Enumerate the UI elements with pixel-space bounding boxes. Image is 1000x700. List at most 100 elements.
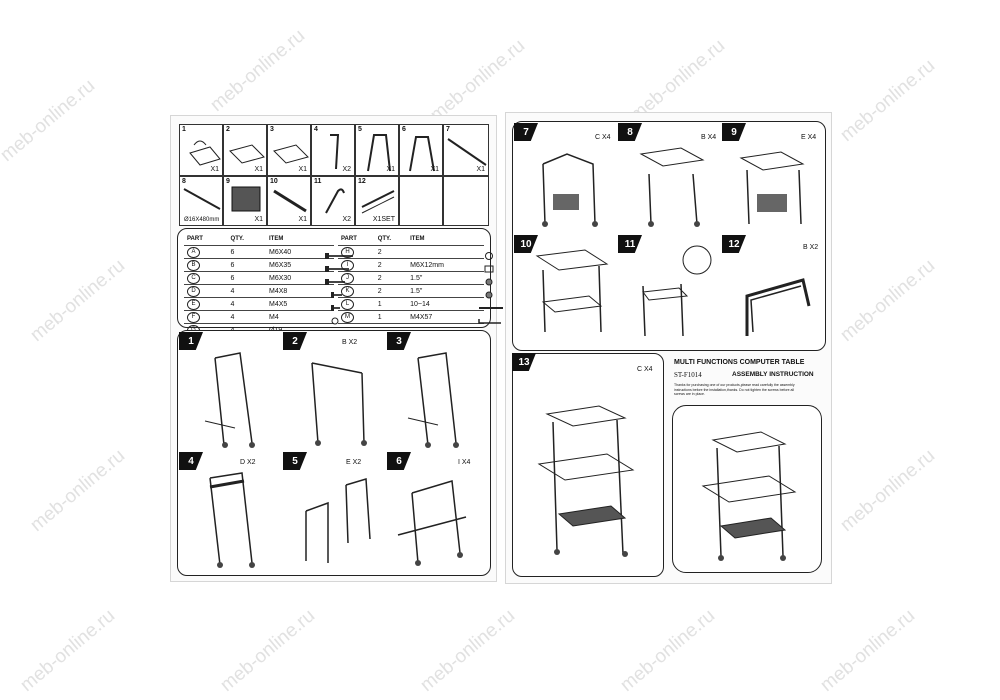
hardware-callout: C X4 (595, 134, 611, 141)
part-qty: 6 (227, 271, 266, 285)
component-cell: 7 X1 (443, 124, 489, 176)
part-qty: 2 (374, 284, 408, 298)
assembly-steps-panel: 1 2 B X2 3 4 D X2 5 E X2 6 I X4 (177, 330, 491, 576)
col-part: PART (184, 233, 228, 246)
part-item: 10~14 (407, 297, 474, 311)
left-sheet: 1 X1 2 X1 3 X1 4 X2 5 X1 6 X1 (170, 115, 503, 582)
part-item: M4X57 (407, 310, 474, 324)
document-title: MULTI FUNCTIONS COMPUTER TABLE (674, 359, 805, 366)
bar-icon (273, 189, 307, 213)
component-number: 4 (314, 126, 318, 133)
component-cell (443, 176, 489, 226)
cart-illustration (642, 245, 712, 337)
cart-illustration (639, 147, 705, 227)
cover-illustration-frame (672, 405, 822, 573)
component-number: 9 (226, 178, 230, 185)
part-item: M4 (266, 310, 323, 324)
component-qty: X2 (342, 216, 351, 223)
watermark: meb-online.ru (216, 605, 320, 696)
step-2: 2 B X2 (283, 332, 386, 451)
glass-panel-icon (189, 140, 221, 166)
step-8: 8 B X4 (618, 123, 721, 234)
component-cell: 4 X2 (311, 124, 355, 176)
part-qty: 2 (374, 258, 408, 272)
part-letter: I (341, 259, 354, 271)
component-cell: 8 Ø16X480mm (179, 176, 223, 226)
part-letter: D (187, 285, 200, 297)
watermark: meb-online.ru (816, 605, 920, 696)
part-qty: 4 (227, 297, 266, 311)
side-frame-icon (367, 134, 391, 172)
rod-icon (183, 188, 221, 210)
col-part: PART (338, 233, 375, 246)
model-number: ST-F1014 (674, 371, 702, 379)
component-number: 2 (226, 126, 230, 133)
cart-illustration (745, 278, 811, 336)
component-qty: X1 (430, 166, 439, 173)
hardware-callout: E X2 (346, 459, 362, 466)
part-qty: 6 (227, 245, 266, 259)
cover-panel: MULTI FUNCTIONS COMPUTER TABLE ST-F1014 … (666, 353, 826, 575)
component-qty: X2 (342, 166, 351, 173)
computer-table-illustration (701, 431, 797, 561)
side-frame-icon (409, 136, 435, 172)
component-number: 1 (182, 126, 186, 133)
part-item (407, 245, 474, 259)
step-number: 12 (722, 235, 746, 253)
glass-panel-icon (273, 144, 309, 164)
component-number: 3 (270, 126, 274, 133)
component-cell: 6 X1 (399, 124, 443, 176)
part-qty: 2 (374, 245, 408, 259)
frame-illustration (397, 480, 467, 566)
component-cell (399, 176, 443, 226)
component-cell: 9 X1 (223, 176, 267, 226)
hook-icon (325, 188, 345, 214)
part-item: M6X35 (266, 258, 323, 272)
component-qty: X1 (298, 166, 307, 173)
col-qty: QTY. (374, 233, 408, 246)
component-cell: 1 X1 (179, 124, 223, 176)
step-7: 7 C X4 (514, 123, 617, 234)
step-number: 4 (179, 452, 203, 470)
component-number: 6 (402, 126, 406, 133)
part-item: 1.5" (407, 271, 474, 285)
watermark: meb-online.ru (836, 255, 940, 346)
part-letter: K (341, 285, 354, 297)
wheel-icon (484, 252, 493, 260)
frame-illustration (407, 352, 459, 448)
watermark: meb-online.ru (0, 75, 100, 166)
col-item: ITEM (407, 233, 474, 246)
watermark: meb-online.ru (616, 605, 720, 696)
intro-text: Thanks for purchasing one of our product… (674, 383, 795, 396)
part-qty: 4 (227, 284, 266, 298)
hardware-callout: B X2 (803, 244, 819, 251)
assembly-steps-panel-right: 7 C X4 8 B X4 9 E X4 10 11 12 B X2 (512, 121, 826, 351)
step-number: 6 (387, 452, 411, 470)
frame-illustration (311, 362, 367, 446)
component-cell: 5 X1 (355, 124, 399, 176)
component-cell: 10 X1 (267, 176, 311, 226)
rod-icon (447, 138, 487, 166)
step-number: 2 (283, 332, 307, 350)
component-number: 12 (358, 178, 366, 185)
part-letter: L (341, 298, 354, 310)
right-sheet: 7 C X4 8 B X4 9 E X4 10 11 12 B X2 (505, 112, 832, 584)
component-number: 5 (358, 126, 362, 133)
part-qty: 4 (227, 310, 266, 324)
step-number: 3 (387, 332, 411, 350)
hardware-callout: C X4 (637, 366, 653, 373)
part-item: 1.5" (407, 284, 474, 298)
watermark: meb-online.ru (416, 605, 520, 696)
step-13-panel: 13 C X4 (512, 353, 664, 577)
hardware-callout: B X4 (701, 134, 717, 141)
component-cell: 2 X1 (223, 124, 267, 176)
